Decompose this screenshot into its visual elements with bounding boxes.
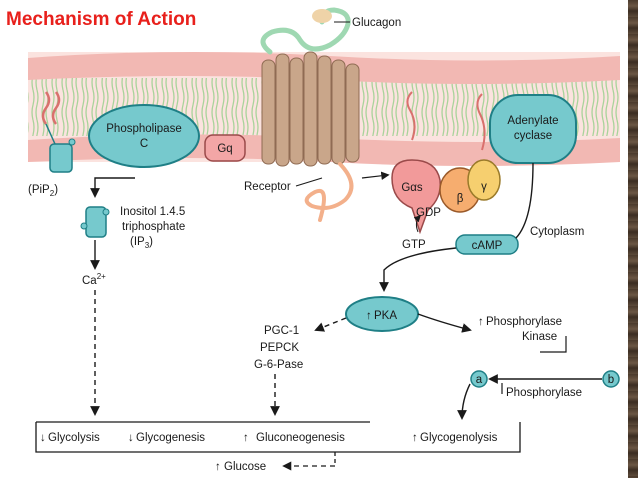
phosphorylase-b-state <box>602 370 620 388</box>
g6pase-label: G-6-Pase <box>254 359 303 371</box>
camp-to-pka-arrow <box>379 247 457 292</box>
phosphorylase-label: Phosphorylase <box>506 387 582 399</box>
pka-up-icon: ↑ <box>366 310 372 322</box>
glycogenolysis-label: Glycogenolysis <box>420 432 498 444</box>
cyclase-to-camp-arrow <box>515 162 534 239</box>
camp-label: cAMP <box>472 240 503 252</box>
pepck-label: PEPCK <box>260 342 299 354</box>
gdp-label: GDP <box>416 207 441 219</box>
gq-label: Gq <box>217 143 232 155</box>
glycogenolysis-up-icon: ↑ <box>412 432 418 444</box>
receptor-protein <box>261 51 360 222</box>
g-alpha-label: Gαs <box>401 182 423 194</box>
receptor-label: Receptor <box>244 181 291 193</box>
pka-label: PKA <box>374 310 397 322</box>
phospholipase-c-label-line1: Phospholipase <box>106 123 181 135</box>
phosphorylase-a-label: a <box>476 374 483 386</box>
pip2-label: (PiP2) <box>28 184 58 198</box>
plc-to-ip3-arrow <box>90 177 135 198</box>
phospholipase-c-label-line2: C <box>140 138 148 150</box>
gq-protein <box>204 134 246 162</box>
glucose-up-icon: ↑ <box>215 461 221 473</box>
phosphorylase-kinase-label-line2: Kinase <box>522 331 557 343</box>
phosphorylase-to-glycogenolysis-arrow <box>457 383 471 420</box>
pka-to-kinase-arrow <box>417 313 472 333</box>
glycogenesis-down-icon: ↓ <box>128 432 134 444</box>
gluconeogenesis-up-icon: ↑ <box>243 432 249 444</box>
adenylate-cyclase-label-line2: cyclase <box>514 130 552 142</box>
adenylate-cyclase-label-line1: Adenylate <box>507 115 558 127</box>
phosphorylase-a-state <box>470 370 488 388</box>
outcomes-bracket <box>35 422 521 453</box>
glycolysis-label: Glycolysis <box>48 432 100 444</box>
receptor-to-galpha-arrow <box>361 171 390 180</box>
adenylate-cyclase-protein <box>489 94 577 164</box>
pka-to-genes-arrow <box>314 317 347 332</box>
glycolysis-down-icon: ↓ <box>40 432 46 444</box>
g-protein-complex <box>391 91 501 235</box>
phosphorylase-b-label: b <box>608 374 614 386</box>
ip3-label-line1: Inositol 1.4.5 <box>120 206 185 218</box>
pip2-lipid <box>41 91 76 173</box>
glucagon-molecule <box>260 7 351 55</box>
phospholipase-c-protein <box>88 104 200 168</box>
calcium-label: Ca2+ <box>82 272 106 287</box>
g-gamma-label: γ <box>481 181 487 193</box>
camp-molecule <box>455 234 519 255</box>
glucose-label: Glucose <box>224 461 266 473</box>
phosphorylase-kinase-up-icon: ↑ <box>478 316 484 328</box>
cytoplasm-label: Cytoplasm <box>530 226 584 238</box>
glycogenesis-label: Glycogenesis <box>136 432 205 444</box>
gtp-label: GTP <box>402 239 426 251</box>
glucagon-label: Glucagon <box>352 17 401 29</box>
phosphorylase-kinase-label-line1: Phosphorylase <box>486 316 562 328</box>
ip3-label-line3: (IP3) <box>130 236 153 250</box>
wood-edge-decoration <box>628 0 638 478</box>
g-beta-label: β <box>457 193 464 205</box>
ip3-molecule <box>85 206 107 238</box>
kinase-bracket <box>540 336 567 353</box>
ip3-label-line2: triphosphate <box>122 221 185 233</box>
page-title: Mechanism of Action <box>6 9 196 30</box>
pgc1-label: PGC-1 <box>264 325 299 337</box>
gtp-exchange-arrow <box>413 215 421 233</box>
gluconeogenesis-label: Gluconeogenesis <box>256 432 345 444</box>
